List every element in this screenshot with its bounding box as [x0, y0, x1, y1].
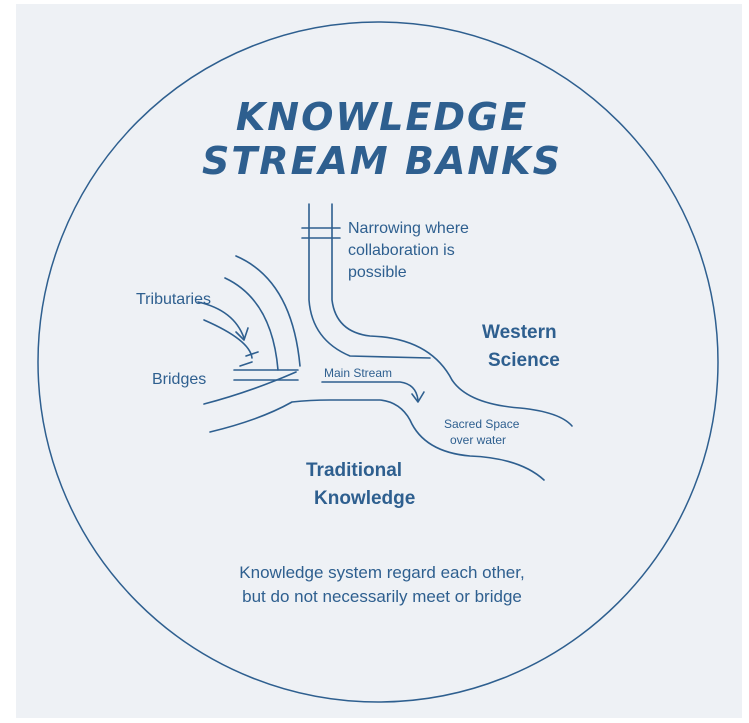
main-stream-arrow — [321, 381, 419, 401]
narrowing-label: Narrowing where collaboration is possibl… — [348, 220, 469, 281]
upper-channel-left-bank — [308, 203, 431, 359]
main-stream-label: Main Stream — [324, 366, 392, 380]
stream-lines — [197, 203, 573, 481]
traditional-knowledge-line-1: Traditional — [306, 460, 402, 481]
narrowing-line-3: possible — [348, 264, 407, 281]
upper-channel-right-bank — [331, 203, 573, 427]
bridges-label: Bridges — [152, 371, 206, 388]
main-stream-arrow-head — [411, 391, 425, 403]
western-science-line-2: Science — [488, 350, 560, 371]
sacred-space-line-2: over water — [450, 433, 506, 447]
bridge-connector-2 — [239, 361, 253, 367]
title-line-1: KNOWLEDGE — [236, 95, 528, 139]
tributaries-label: Tributaries — [136, 291, 211, 308]
title-line-2: STREAM BANKS — [202, 139, 562, 183]
traditional-knowledge-line-2: Knowledge — [314, 488, 415, 509]
narrowing-line-1: Narrowing where — [348, 220, 469, 237]
caption-line-1: Knowledge system regard each other, — [239, 563, 524, 582]
caption-line-2: but do not necessarily meet or bridge — [242, 587, 522, 606]
lower-branch-1 — [203, 371, 297, 405]
tributary-curve-2 — [224, 277, 279, 371]
outer-circle — [37, 21, 719, 703]
tributary-arrow-head — [235, 327, 249, 341]
western-science-line-1: Western — [482, 322, 557, 343]
lower-branch-2 — [209, 399, 545, 481]
tributary-curve-1 — [235, 255, 301, 367]
tributary-arrow — [197, 301, 245, 339]
sacred-space-line-1: Sacred Space — [444, 417, 520, 431]
bridge-connector-1 — [245, 351, 259, 357]
narrowing-line-2: collaboration is — [348, 242, 455, 259]
